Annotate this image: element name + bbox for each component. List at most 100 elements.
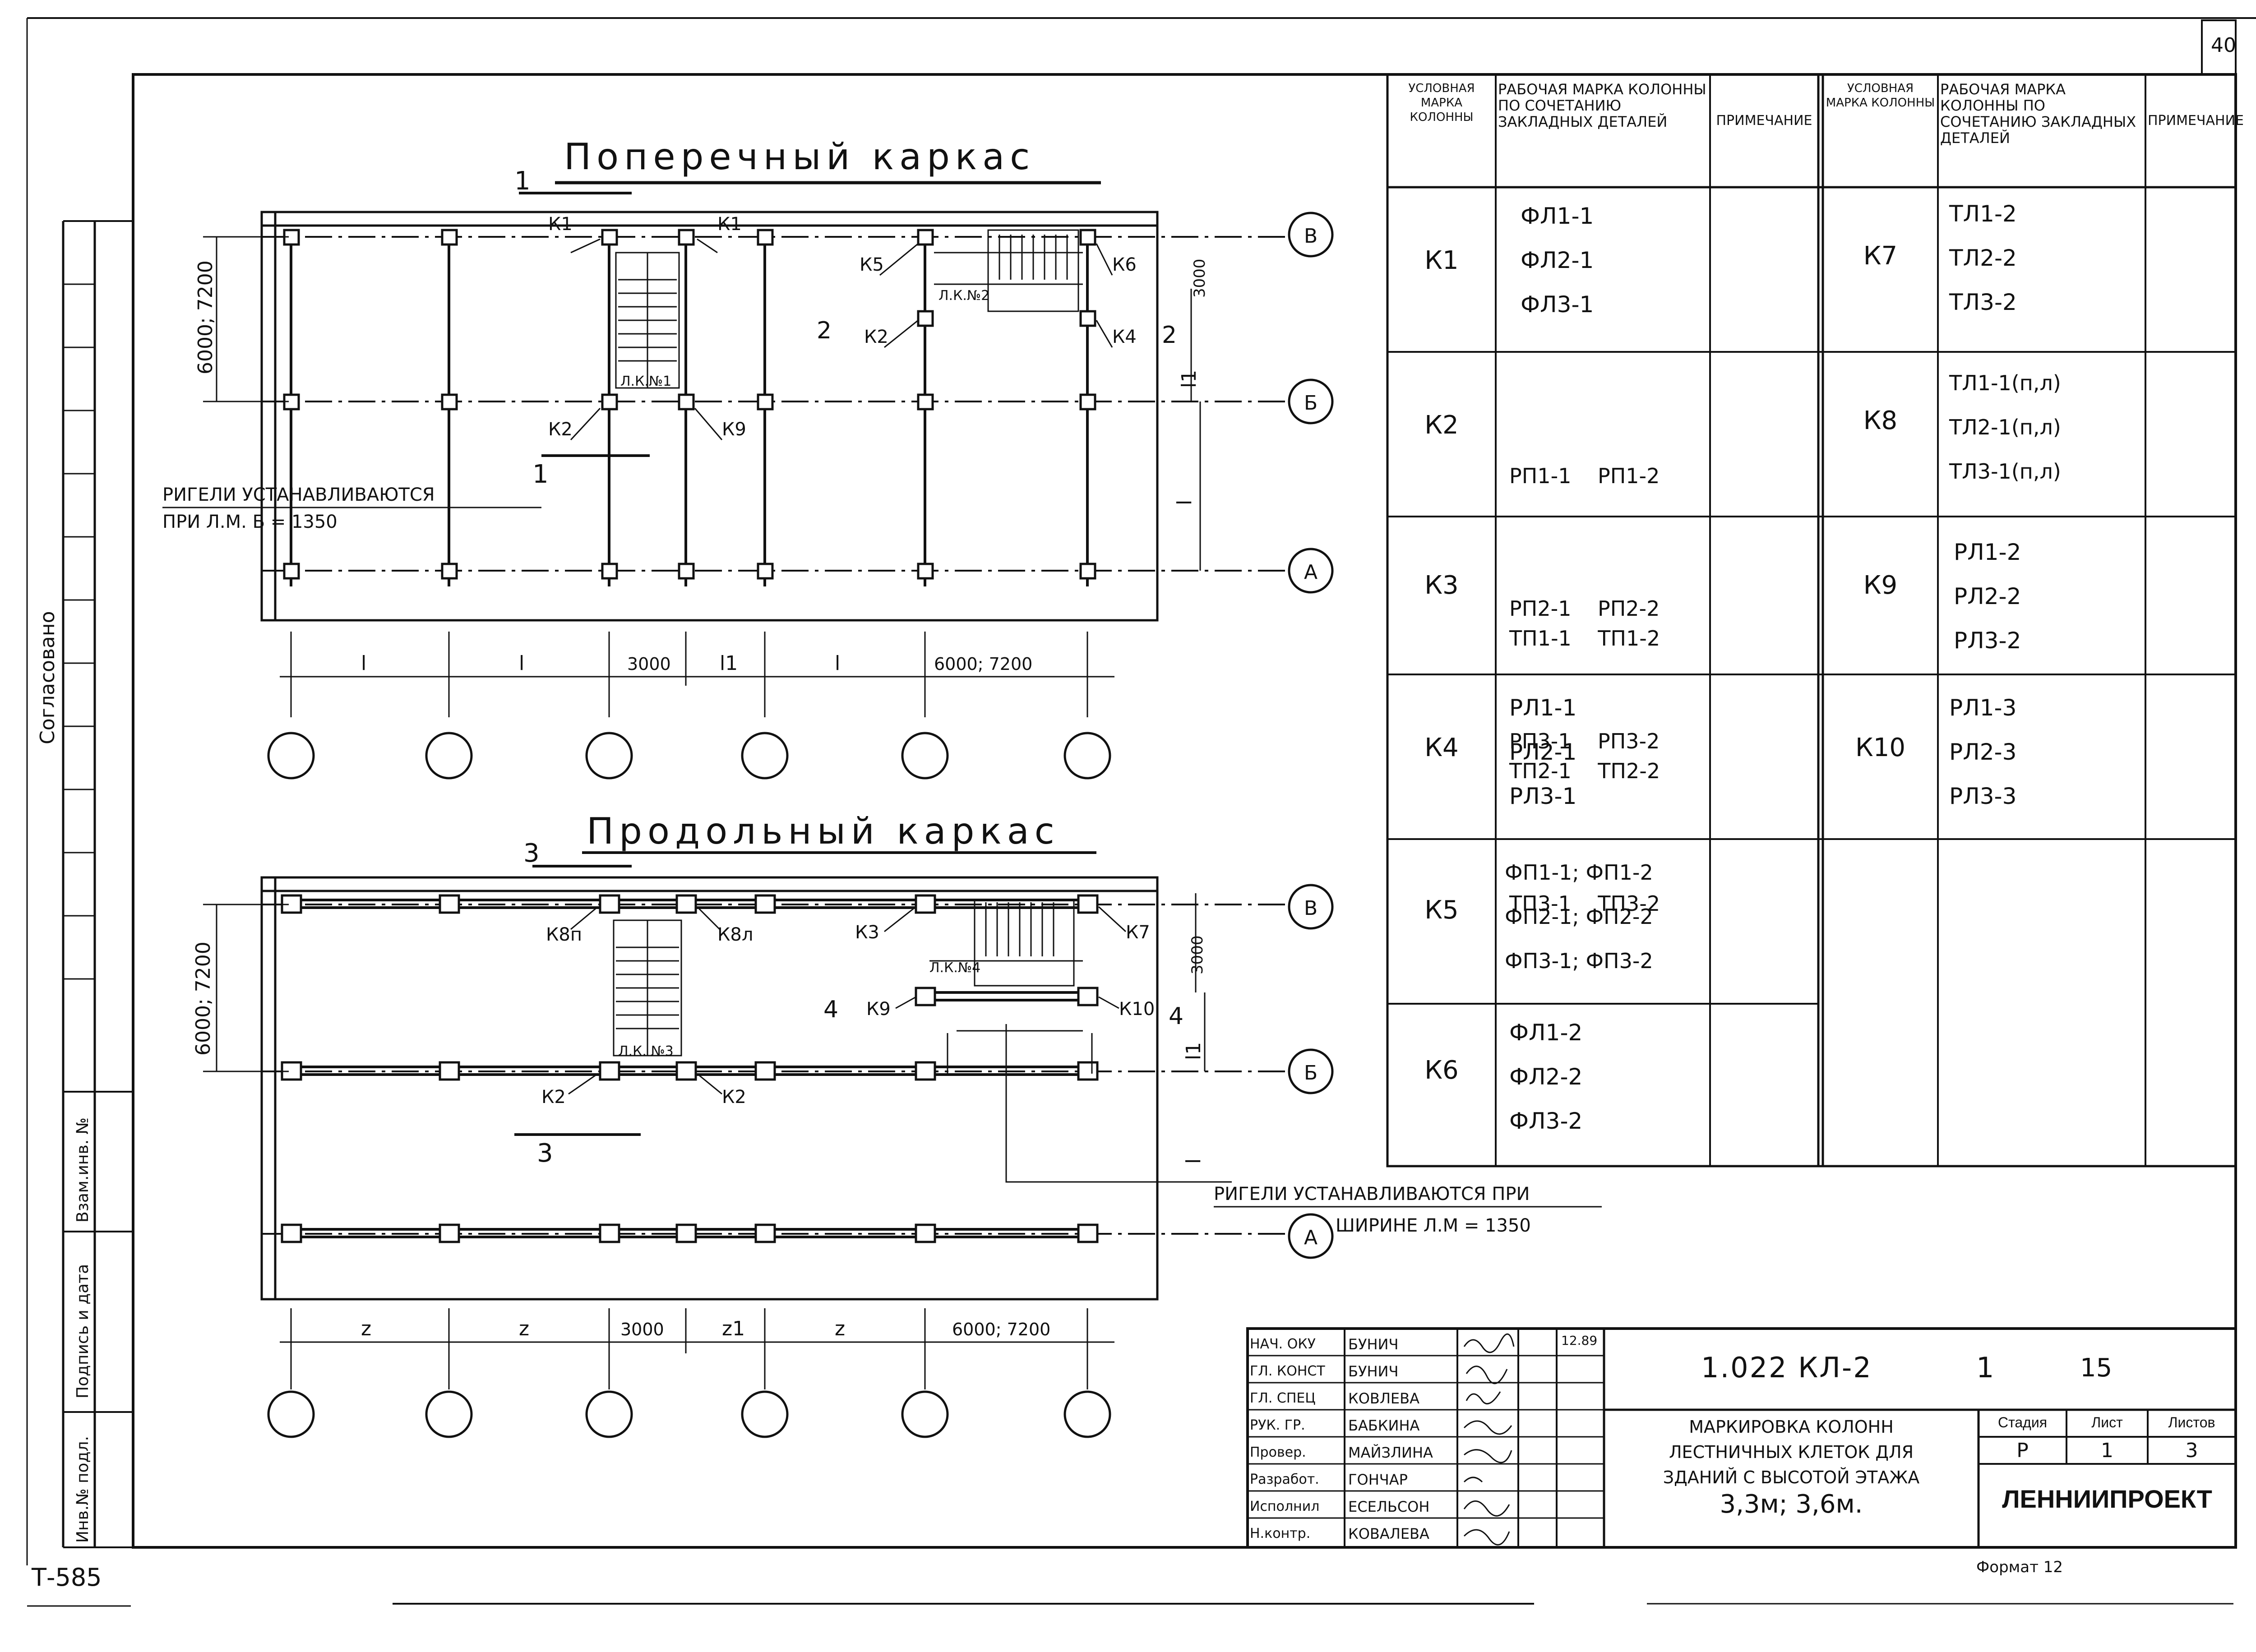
right-dim-3000-longitudinal: 3000 xyxy=(1188,935,1207,974)
row-line: РЛ2-1 xyxy=(1509,739,1577,765)
dim-3000-long: 3000 xyxy=(620,1320,664,1339)
col-label-k2-long-a: К2 xyxy=(541,1087,566,1107)
name-8: КОВАЛЕВА xyxy=(1348,1525,1429,1542)
axis-label-a-transverse: А xyxy=(1304,561,1318,584)
transverse-note-line2: ПРИ Л.М. Б = 1350 xyxy=(162,512,337,532)
longitudinal-frame-title: Продольный каркас xyxy=(587,810,1060,852)
row-line: РЛ1-2 xyxy=(1954,539,2021,565)
row-mark-k9: К9 xyxy=(1863,571,1898,600)
role-norm-control: Н.контр. xyxy=(1250,1526,1311,1541)
col-label-k7: К7 xyxy=(1126,922,1150,943)
stair-label-lk2: Л.К.№2 xyxy=(938,288,989,304)
document-code: 1.022 КЛ-2 xyxy=(1701,1351,1872,1384)
role-developed: Разработ. xyxy=(1250,1472,1319,1487)
title-line-2: ЛЕСТНИЧНЫХ КЛЕТОК ДЛЯ xyxy=(1669,1442,1914,1462)
dim-z-2: z xyxy=(519,1317,529,1340)
dim-l-3: l xyxy=(835,652,840,675)
stair-label-lk1: Л.К.№1 xyxy=(620,374,671,389)
title-line-4: 3,3м; 3,6м. xyxy=(1720,1490,1863,1519)
right-dim-3000-transverse: 3000 xyxy=(1191,258,1209,298)
row-lines-k10: РЛ1-3 РЛ2-3 РЛ3-3 xyxy=(1949,686,2016,818)
row-lines-k2: РП1-1 РП1-2 РП2-1 РП2-2 РП3-1 РП3-2 xyxy=(1509,365,1660,808)
col-label-k2-b: К2 xyxy=(548,419,573,440)
row-line: ФЛ1-2 xyxy=(1509,1020,1583,1046)
agreed-label: Согласовано xyxy=(36,611,59,744)
row-mark-k7: К7 xyxy=(1863,241,1898,271)
left-dim-longitudinal: 6000; 7200 xyxy=(192,941,215,1056)
section-mark-4-left: 4 xyxy=(823,996,838,1023)
role-checked: Провер. xyxy=(1250,1444,1306,1460)
row-line: ФП3-1; ФП3-2 xyxy=(1505,949,1653,973)
section-mark-3-top: 3 xyxy=(523,839,540,868)
format-note: Формат 12 xyxy=(1976,1558,2063,1576)
name-2: БУНИЧ xyxy=(1348,1363,1399,1380)
left-dim-transverse: 6000; 7200 xyxy=(194,260,217,374)
transverse-frame-plan: Поперечный каркас xyxy=(162,136,1334,780)
col-label-k2-a: К2 xyxy=(864,327,888,347)
dim-6000-7200: 6000; 7200 xyxy=(934,654,1032,674)
transverse-stairs xyxy=(615,229,1083,389)
row-line: РЛ2-2 xyxy=(1954,583,2021,609)
role-head: НАЧ. ОКУ xyxy=(1250,1336,1316,1352)
row-line: РЛ3-3 xyxy=(1949,783,2017,809)
row-line: ФП1-1; ФП1-2 xyxy=(1505,860,1653,885)
longitudinal-frame-plan: Продольный каркас xyxy=(192,810,1602,1438)
row-line: ФЛ3-1 xyxy=(1521,291,1594,318)
page-number: 40 xyxy=(2211,34,2236,57)
header-note-left: ПРИМЕЧАНИЕ xyxy=(1716,113,1812,129)
col-label-k5: К5 xyxy=(860,254,884,275)
row-mark-k8: К8 xyxy=(1863,406,1898,435)
row-line: РЛ3-2 xyxy=(1954,628,2021,654)
row-line: ТЛ3-1(п,л) xyxy=(1949,459,2061,484)
title-block-names: БУНИЧ БУНИЧ КОВЛЕВА БАБКИНА МАЙЗЛИНА ГОН… xyxy=(1348,1331,1456,1547)
col-label-k6: К6 xyxy=(1112,254,1137,275)
name-4: БАБКИНА xyxy=(1348,1417,1420,1434)
dim-l-2: l xyxy=(519,652,524,675)
row-lines-k8: ТЛ1-1(п,л) ТЛ2-1(п,л) ТЛ3-1(п,л) xyxy=(1949,361,2061,494)
row-mark-k4: К4 xyxy=(1424,733,1459,762)
organization-name: ЛЕННИИПРОЕКТ xyxy=(2002,1485,2212,1513)
role-executed: Исполнил xyxy=(1250,1499,1320,1514)
section-mark-2-right: 2 xyxy=(1162,322,1177,349)
col-label-k9-long: К9 xyxy=(866,999,891,1020)
longitudinal-columns xyxy=(281,894,1099,1243)
axis-label-b-longitudinal: Б xyxy=(1304,1061,1318,1084)
name-6: ГОНЧАР xyxy=(1348,1471,1408,1488)
right-dim-l-transverse: l xyxy=(1173,500,1196,505)
row-lines-k7: ТЛ1-2 ТЛ2-2 ТЛ3-2 xyxy=(1949,192,2017,324)
transverse-column-bubbles xyxy=(267,732,1111,780)
row-line: РП1-1 РП1-2 xyxy=(1509,464,1660,488)
sheets-header: Листов xyxy=(2168,1414,2215,1431)
name-1: БУНИЧ xyxy=(1348,1336,1399,1353)
original-inv-label: Инв.№ подл. xyxy=(74,1436,92,1543)
doc-code-extra-1: 1 xyxy=(1976,1351,1994,1384)
transverse-note-line1: РИГЕЛИ УСТАНАВЛИВАЮТСЯ xyxy=(162,485,435,505)
stage-value: Р xyxy=(2016,1439,2029,1462)
section-mark-2-left: 2 xyxy=(817,317,832,344)
marking-table xyxy=(1386,73,2237,1167)
row-line: ФЛ3-2 xyxy=(1509,1108,1583,1134)
right-dim-l-longitudinal: l xyxy=(1182,1158,1205,1164)
row-line: ФЛ2-2 xyxy=(1509,1064,1583,1090)
row-line: РП3-1 РП3-2 xyxy=(1509,729,1660,753)
row-line: ФЛ2-1 xyxy=(1521,247,1594,273)
role-chief-specialist: ГЛ. СПЕЦ xyxy=(1250,1390,1316,1406)
row-line: ТЛ2-1(п,л) xyxy=(1949,415,2061,439)
header-work-mark-left: РАБОЧАЯ МАРКА КОЛОННЫ ПО СОЧЕТАНИЮ ЗАКЛА… xyxy=(1498,81,1706,130)
col-label-k3: К3 xyxy=(855,922,879,943)
axis-label-v-transverse: В xyxy=(1304,225,1318,248)
name-5: МАЙЗЛИНА xyxy=(1348,1444,1433,1461)
row-line: ТЛ2-2 xyxy=(1949,245,2017,271)
sheet-header: Лист xyxy=(2091,1414,2123,1431)
stair-label-lk4: Л.К.№4 xyxy=(929,960,980,976)
longitudinal-note-line2: ШИРИНЕ Л.М = 1350 xyxy=(1336,1215,1531,1236)
role-group-lead: РУК. ГР. xyxy=(1250,1417,1305,1433)
axis-label-v-longitudinal: В xyxy=(1304,897,1318,920)
dim-l1: l1 xyxy=(720,652,738,675)
role-chief-designer: ГЛ. КОНСТ xyxy=(1250,1363,1325,1379)
drawing-title: МАРКИРОВКА КОЛОНН ЛЕСТНИЧНЫХ КЛЕТОК ДЛЯ … xyxy=(1611,1414,1972,1519)
row-line: РЛ3-1 xyxy=(1509,783,1577,809)
dim-z1: z1 xyxy=(722,1317,745,1340)
row-mark-k10: К10 xyxy=(1855,733,1905,762)
dim-z-1: z xyxy=(361,1317,371,1340)
